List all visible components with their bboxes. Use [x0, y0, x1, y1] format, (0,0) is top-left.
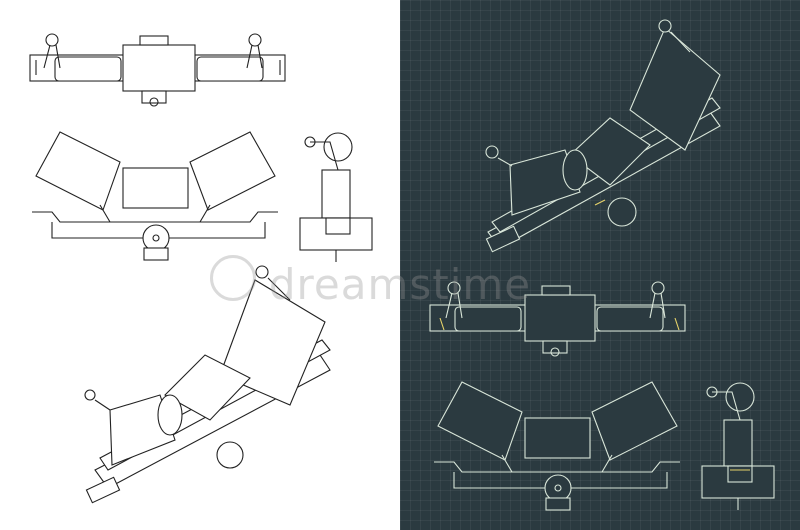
- dreamstime-logo-icon: [210, 255, 256, 301]
- side-view-drawing-dark: [701, 382, 775, 510]
- dark-blueprint-panel: [400, 0, 800, 530]
- front-view-drawing-dark: [434, 381, 680, 511]
- top-view-drawing-dark: [429, 281, 686, 357]
- side-view-drawing: [299, 132, 373, 262]
- isometric-view-drawing-dark: [485, 19, 721, 253]
- top-view-drawing: [29, 33, 286, 107]
- dark-drawings-svg: [429, 19, 775, 511]
- light-drawing-panel: [29, 33, 373, 504]
- watermark-text: dreamstime: [268, 260, 532, 309]
- isometric-view-drawing: [84, 265, 331, 504]
- light-drawings-svg: [29, 33, 373, 504]
- front-view-drawing: [32, 131, 278, 261]
